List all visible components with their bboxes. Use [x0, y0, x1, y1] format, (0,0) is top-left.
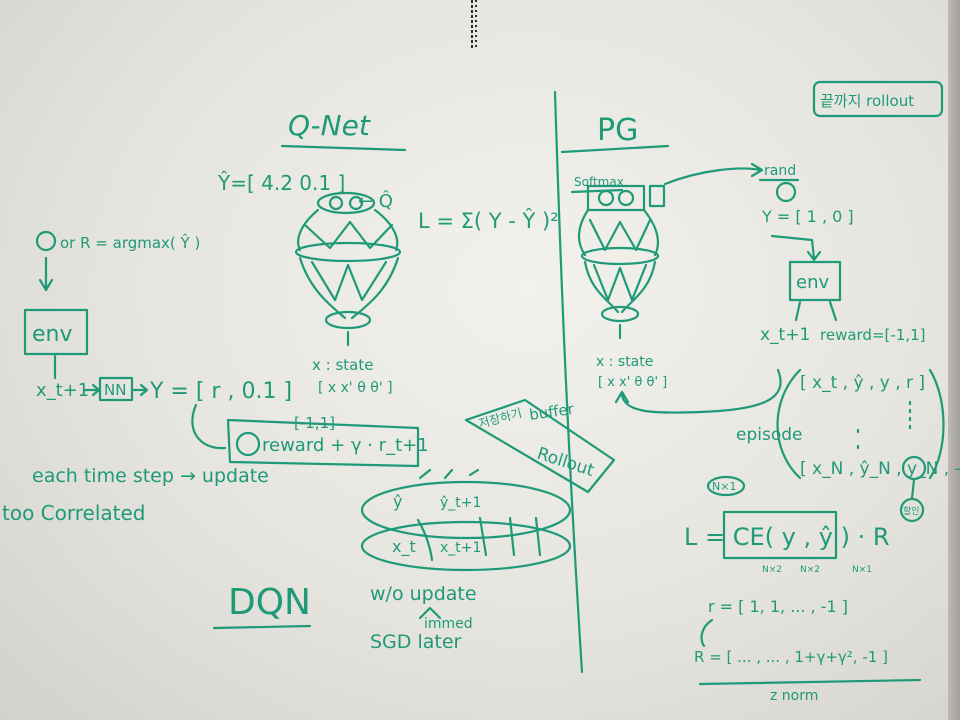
- immed-note: immed: [424, 616, 473, 632]
- nn-box: [98, 376, 134, 402]
- r-dim: N×1: [852, 565, 872, 575]
- pg-network: [577, 184, 666, 340]
- pg-loss-box: [722, 510, 838, 560]
- buffer-box: [464, 398, 616, 494]
- episode-label: episode: [736, 425, 802, 445]
- episode-dots: [856, 400, 912, 454]
- env-label-right: env: [796, 272, 829, 293]
- episode-bracket: [776, 368, 802, 480]
- hanging-chain: [471, 0, 477, 48]
- r-to-R-arrow: [700, 618, 714, 648]
- qnet-heading: Q-Net: [288, 109, 371, 142]
- dqn-underline: [212, 624, 312, 630]
- rollout-label: Rollout: [534, 444, 596, 481]
- qnet-underline: [280, 144, 407, 152]
- pg-heading: PG: [597, 113, 638, 148]
- z-norm-note: z norm: [770, 688, 818, 704]
- buffer-korean: 저장하기: [477, 406, 523, 431]
- pg-state-label: x : state: [596, 354, 653, 370]
- replay-y-hat: ŷ: [393, 492, 402, 511]
- arrow-to-rand: [663, 162, 764, 186]
- l-action-circle: [35, 230, 57, 252]
- reward-box: [226, 418, 420, 468]
- ce-dim-a: N×2: [762, 565, 782, 575]
- pg-state-vector: [ x x' θ θ' ]: [598, 375, 667, 390]
- corner-note: 끝까지 rollout: [820, 92, 914, 110]
- argmax-equation: or R = argmax( Ŷ ): [60, 233, 200, 252]
- board-frame: [948, 0, 960, 720]
- pg-x-next: x_t+1: [760, 325, 810, 345]
- nx1-circle: [706, 475, 746, 497]
- pg-y-equation: Y = [ 1 , 0 ]: [761, 207, 854, 226]
- rand-label: rand: [764, 163, 796, 179]
- arrow-to-y: [132, 383, 149, 397]
- dqn-label: DQN: [228, 582, 311, 623]
- r-circle: [235, 431, 261, 457]
- qnet-network: [294, 191, 402, 347]
- x-next-left: x_t+1: [36, 380, 89, 401]
- qnet-state-label: x : state: [312, 356, 373, 374]
- sgd-later-note: SGD later: [370, 631, 462, 653]
- qnet-loss: L = Σ( Y - Ŷ )²: [418, 208, 559, 233]
- board-divider: [553, 90, 584, 674]
- arrow-to-env: [770, 234, 822, 262]
- R-vector: R = [ ... , ... , 1+γ+γ², -1 ]: [694, 648, 888, 666]
- pg-loss: L = CE( y , ŷ ) · R: [684, 523, 890, 551]
- nx1-label: N×1: [712, 480, 736, 493]
- reward-range: [-1,1]: [294, 414, 335, 432]
- env-box-right: [788, 260, 842, 302]
- episode-row-1: [ x_t , ŷ , y , r ]: [800, 373, 925, 393]
- replay-x-t: x_t: [392, 537, 416, 557]
- discount-link: [910, 478, 916, 500]
- ce-dim-b: N×2: [800, 565, 820, 575]
- reward-equation: reward + γ · r_t+1: [262, 435, 429, 456]
- q-hat-label: ← Q̂: [358, 191, 393, 212]
- too-correlated-note: too Correlated: [2, 501, 146, 525]
- wo-update-note: w/o update: [370, 583, 477, 605]
- corner-note-box: [812, 80, 944, 118]
- y-hat-equation: Ŷ=[ 4.2 0.1 ]: [217, 171, 345, 195]
- episode-bracket-right: [928, 368, 945, 480]
- action-l-circle: [775, 181, 797, 203]
- discount-tag: 할인: [903, 506, 920, 517]
- episode-row-2: [ x_N , ŷ_N , y_N , -1 ]: [800, 459, 960, 479]
- nn-label: NN: [104, 381, 126, 399]
- pg-reward: reward=[-1,1]: [820, 326, 926, 344]
- r-vector: r = [ 1, 1, ... , -1 ]: [708, 597, 848, 616]
- qnet-state-vector: [ x x' θ θ' ]: [318, 380, 393, 396]
- each-time-step-note: each time step → update: [32, 465, 269, 487]
- curve-arrow-reward: [191, 403, 227, 450]
- pg-underline: [560, 144, 670, 154]
- softmax-underline: [570, 188, 624, 194]
- R-underline: [698, 678, 922, 686]
- replay-table: [360, 468, 572, 572]
- env-out-arrows: [794, 300, 838, 322]
- insert-caret: [418, 606, 442, 620]
- replay-y-next: ŷ_t+1: [440, 495, 481, 511]
- env-box-left: [23, 308, 89, 356]
- y-target-equation: Y = [ r , 0.1 ]: [149, 379, 292, 404]
- feedback-loop-arrow: [614, 368, 782, 414]
- replay-x-next: x_t+1: [440, 540, 481, 556]
- env-label-left: env: [32, 322, 73, 347]
- down-arrow-1: [38, 256, 54, 292]
